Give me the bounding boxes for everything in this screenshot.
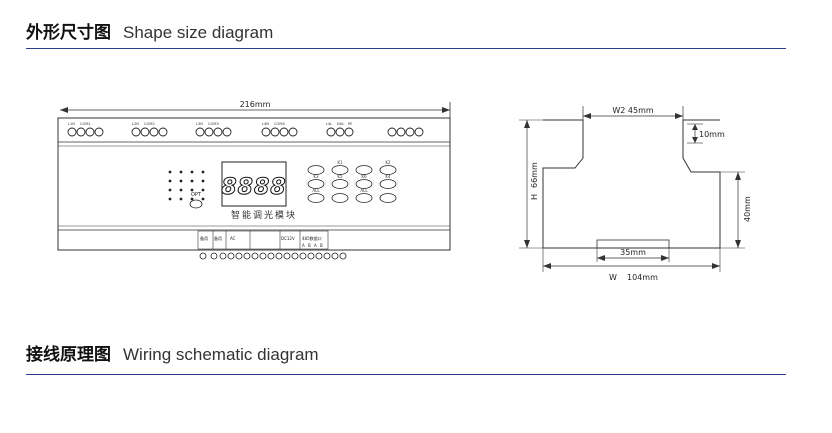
indicator-led-grid: [168, 170, 205, 201]
h40-dim: 40mm: [743, 196, 752, 222]
display-digits: 8888: [221, 175, 286, 200]
h-label: H: [530, 194, 539, 200]
bottom-label-ac: AC: [230, 236, 236, 241]
key-label-k2: K2: [385, 160, 391, 165]
key-label-k4: K4: [385, 174, 391, 179]
digital-display: [221, 161, 287, 207]
term-label-4: COM2: [144, 122, 155, 126]
term-label-l4l: L4L: [326, 122, 332, 126]
key-buttons: [307, 165, 397, 203]
shape-size-header: 外形尺寸图 Shape size diagram: [26, 18, 786, 49]
bottom-sub-b2: B: [320, 243, 323, 248]
wiring-divider: [26, 374, 786, 375]
module-name: 智能调光模块: [231, 209, 297, 221]
bottom-label-strip: [197, 230, 329, 250]
module-body: [57, 117, 451, 251]
d35-dim: 35mm: [620, 248, 646, 257]
shape-size-divider: [26, 48, 786, 49]
bottom-terminal-row: [199, 252, 347, 260]
front-view-diagram: 216mm L1N COM1 L2N COM2 L3N COM3 L4N COM…: [57, 100, 451, 260]
term-label-nul: NUL: [337, 122, 344, 126]
h10-dim: 10mm: [699, 130, 725, 139]
term-label-7: L4N: [262, 122, 269, 126]
wiring-title-cn: 接线原理图: [26, 345, 111, 365]
term-label-3: L2N: [132, 122, 139, 126]
bottom-sub-a1: A: [302, 243, 305, 248]
key-label-k6: K6: [361, 174, 367, 179]
term-label-2: COM1: [80, 122, 91, 126]
term-label-6: COM3: [208, 122, 219, 126]
bottom-label-dc12v: DC12V: [281, 236, 295, 241]
wiring-title-en: Wiring schematic diagram: [123, 345, 319, 364]
key-label-k3: K3: [313, 174, 319, 179]
key-label-k5: K5: [337, 174, 343, 179]
bottom-label-485: 485数据口: [302, 235, 322, 241]
key-label-all2: ALL: [360, 188, 368, 193]
key-label-all1: ALL: [312, 188, 320, 193]
opt-button: [189, 199, 203, 209]
key-label-k1: K1: [337, 160, 343, 165]
term-label-5: L3N: [196, 122, 203, 126]
front-width-dim: 216mm: [240, 100, 271, 109]
w104-dim: 104mm: [627, 273, 658, 282]
opt-label: OPT: [191, 192, 202, 198]
bottom-label-spare1: 备用: [200, 235, 208, 241]
bottom-sub-a2: A: [314, 243, 317, 248]
h66-dim: 66mm: [530, 162, 539, 188]
bottom-sub-b1: B: [308, 243, 311, 248]
top-terminal-row: [67, 127, 424, 137]
shape-size-title-en: Shape size diagram: [123, 23, 274, 42]
bottom-label-spare2: 备用: [214, 235, 222, 241]
din-rail-slot: [596, 239, 670, 249]
term-label-1: L1N: [68, 122, 75, 126]
term-label-pe: PE: [348, 122, 353, 126]
wiring-header: 接线原理图 Wiring schematic diagram: [26, 340, 786, 375]
side-view-diagram: W2 45mm 10mm H 66mm 40mm 35mm W 104mm: [519, 106, 752, 282]
w2-dim: W2 45mm: [612, 106, 654, 115]
shape-size-title-cn: 外形尺寸图: [26, 23, 111, 43]
w-label: W: [609, 273, 617, 282]
term-label-8: COM4: [274, 122, 285, 126]
